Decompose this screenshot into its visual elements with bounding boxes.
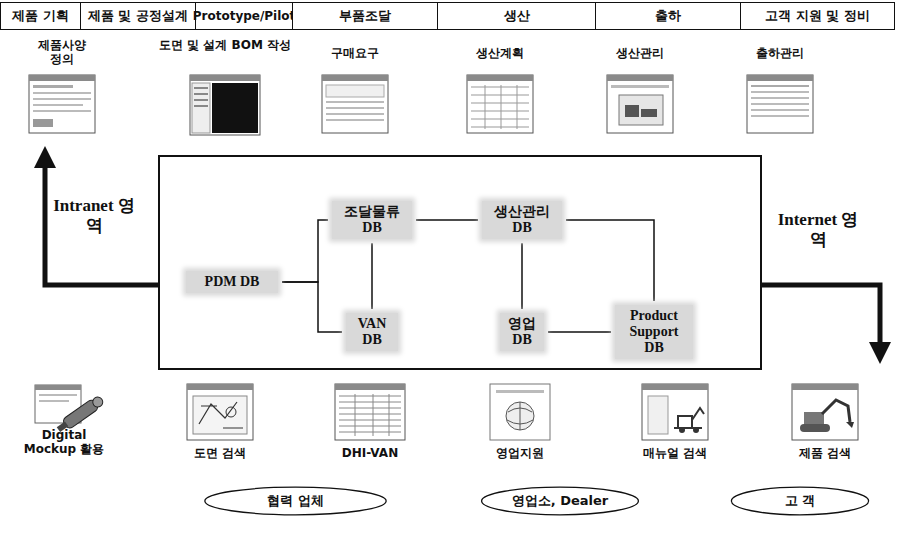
screen-caption: 구매요구 (310, 46, 400, 60)
phase-cell: 고객 지원 및 정비 (740, 2, 895, 30)
screenshot (187, 384, 253, 440)
region-arrow (762, 285, 880, 344)
screenshot (490, 384, 550, 440)
database-name: Product Support DB (619, 308, 689, 356)
database-region: PDM DB 조달물류 DB 생산관리 DB VAN DB 영업 DB Product S… (158, 155, 762, 370)
database-box: 영업 DB (500, 313, 544, 351)
phase-name: 출하 (655, 7, 681, 25)
ellipse-shape (205, 487, 386, 515)
screen-caption: 출하관리 (735, 46, 825, 60)
database-box: PDM DB (186, 271, 278, 293)
ellipse-shape (731, 487, 868, 515)
ellipse-shape (482, 487, 639, 515)
screenshot (747, 75, 813, 133)
screen-caption: 제품사양 정의 (30, 38, 94, 67)
database-name: 조달물류 DB (336, 204, 408, 236)
database-name: 생산관리 DB (486, 204, 558, 236)
phase-name: 고객 지원 및 정비 (765, 7, 870, 25)
screen-caption: 영업지원 (470, 446, 570, 460)
screen-caption: 생산계획 (455, 46, 545, 60)
screen-caption: 매뉴얼 검색 (625, 446, 725, 460)
connector-line (371, 243, 373, 309)
phase-cell: 제품 및 공정설계 (80, 2, 196, 30)
phase-cell: 생산 (437, 2, 596, 30)
screenshot (322, 75, 388, 133)
database-box: 조달물류 DB (332, 201, 412, 239)
phase-name: 제품 및 공정설계 (88, 7, 188, 25)
phase-cell: Prototype/Pilot (195, 2, 293, 30)
screenshot (35, 385, 105, 435)
screen-caption: 도면 검색 (170, 446, 270, 460)
database-box: Product Support DB (615, 305, 693, 359)
phase-cell: 부품조달 (292, 2, 438, 30)
screen-caption: 생산관리 (595, 46, 685, 60)
user-group-ellipse: 고 객 (730, 486, 870, 516)
screenshot (335, 384, 405, 440)
connector-line (282, 220, 328, 282)
phase-name: Prototype/Pilot (193, 9, 296, 23)
connector-line (416, 219, 478, 221)
arrow-head (34, 146, 56, 168)
group-name: 협력 업체 (267, 492, 324, 510)
database-box: VAN DB (346, 313, 398, 351)
phase-name: 생산 (504, 7, 530, 25)
screenshot (467, 75, 533, 133)
phase-cell: 출하 (595, 2, 741, 30)
screen-caption: DHI-VAN (320, 446, 420, 460)
region-arrow (45, 166, 158, 285)
phase-name: 제품 기획 (12, 7, 69, 25)
screen-caption: 도면 및 설계 BOM 작성 (159, 38, 291, 52)
screen-caption: 제품 검색 (775, 446, 875, 460)
screenshot (29, 75, 95, 133)
user-group-ellipse: 영업소, Dealer (480, 486, 640, 516)
database-name: PDM DB (190, 274, 274, 290)
database-name: 영업 DB (504, 316, 540, 348)
screenshot (607, 75, 673, 133)
region-label: Internet 영역 (776, 210, 860, 249)
screen-caption: Digital Mockup 활용 (16, 428, 112, 457)
screenshot (190, 75, 260, 135)
connector-line (282, 282, 342, 332)
arrow-head (869, 342, 891, 364)
screenshot (792, 384, 858, 440)
region-label: Intranet 영역 (52, 196, 136, 235)
database-name: VAN DB (350, 316, 394, 348)
database-box: 생산관리 DB (482, 201, 562, 239)
user-group-ellipse: 협력 업체 (203, 486, 388, 516)
group-name: 고 객 (785, 492, 816, 510)
screenshot (642, 384, 708, 440)
phase-cell: 제품 기획 (0, 2, 81, 30)
connector-line (521, 243, 523, 309)
group-name: 영업소, Dealer (512, 492, 609, 510)
connector-line (566, 220, 654, 301)
phase-name: 부품조달 (339, 7, 391, 25)
connector-line (548, 331, 611, 333)
